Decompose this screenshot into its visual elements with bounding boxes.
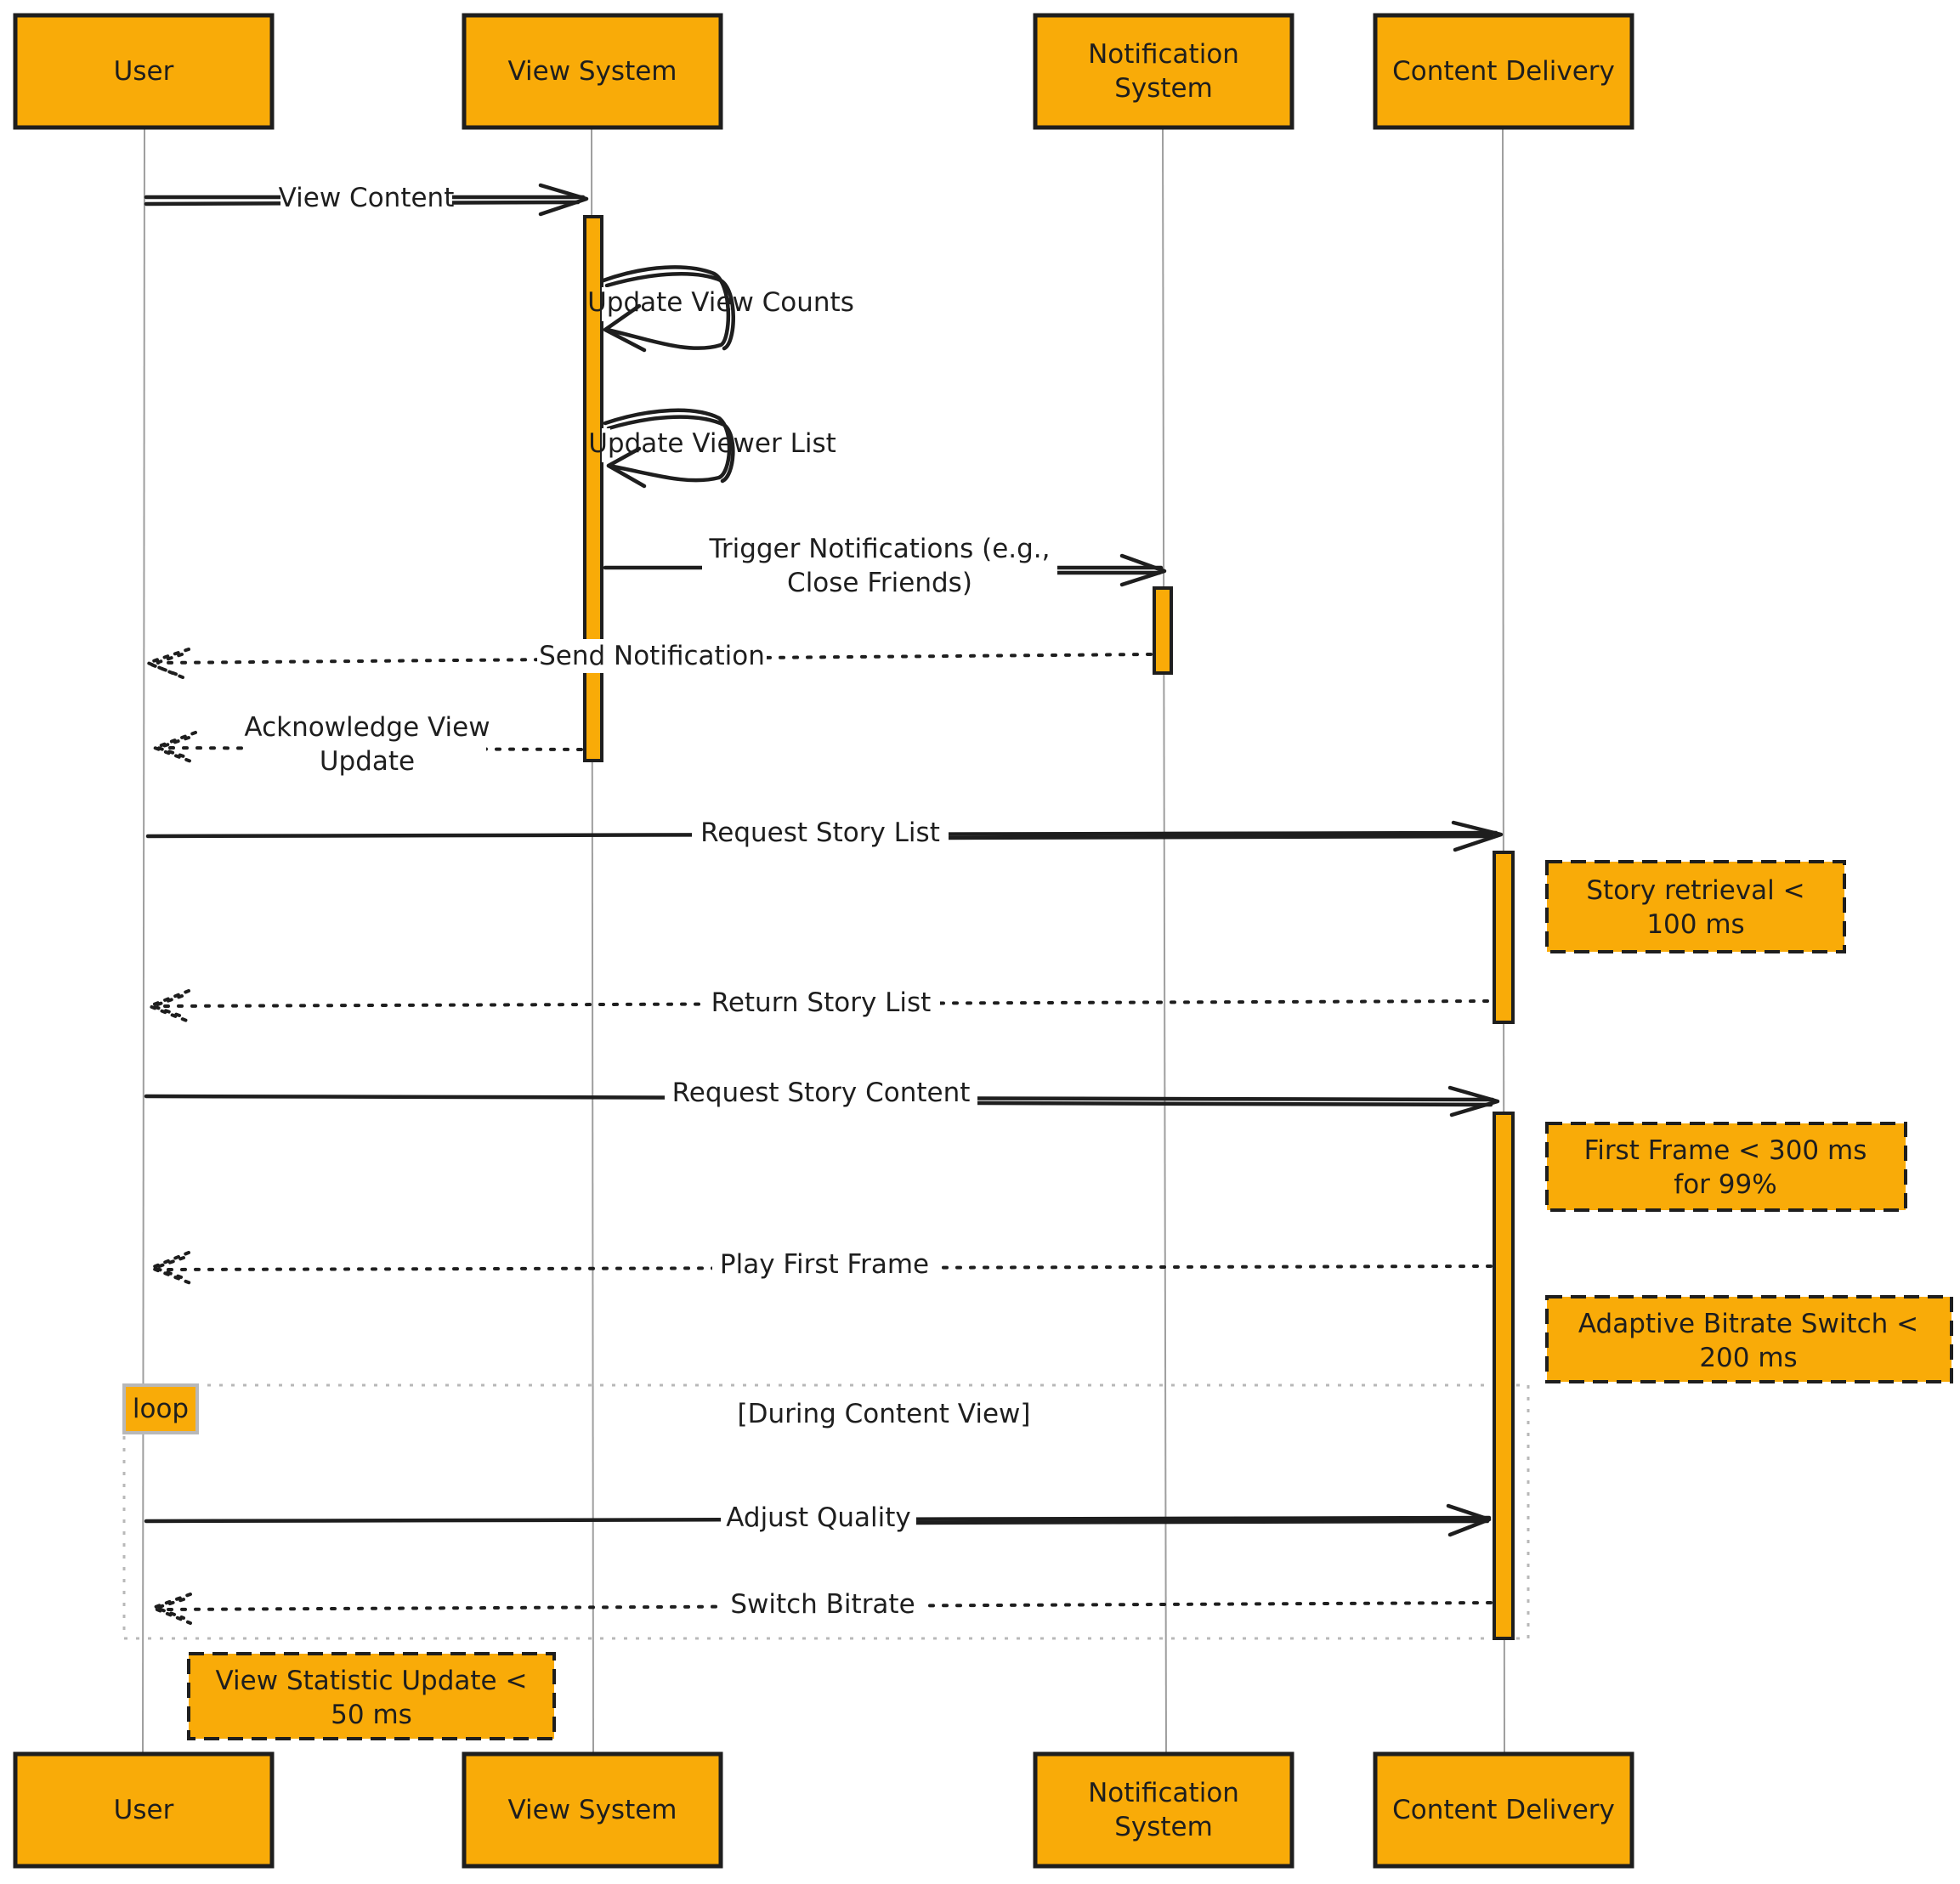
actor-label: Content Delivery bbox=[1392, 56, 1615, 87]
loop-fragment: loop [During Content View] bbox=[122, 1383, 1530, 1640]
message-label-line-2: Update bbox=[320, 746, 415, 777]
message-label: Switch Bitrate bbox=[730, 1589, 915, 1620]
note-line-1: First Frame < 300 ms bbox=[1584, 1135, 1867, 1166]
note-line-2: for 99% bbox=[1674, 1169, 1776, 1200]
actor-label: View System bbox=[507, 56, 677, 87]
note-first-frame: First Frame < 300 ms for 99% bbox=[1545, 1122, 1907, 1212]
activation-view-system bbox=[583, 215, 603, 762]
note-view-statistic: View Statistic Update < 50 ms bbox=[187, 1652, 556, 1740]
message-adjust-quality: Adjust Quality bbox=[144, 1501, 1492, 1537]
actor-label-line-2: System bbox=[1114, 1812, 1213, 1842]
message-label-line-2: Close Friends) bbox=[787, 568, 972, 598]
lifeline-user bbox=[142, 127, 145, 1755]
message-play-first-frame: Play First Frame bbox=[146, 1248, 1493, 1285]
message-label: Return Story List bbox=[711, 987, 932, 1018]
actor-label: View System bbox=[507, 1795, 677, 1825]
loop-frame bbox=[122, 1383, 1530, 1640]
actor-notification-system-top: Notification System bbox=[1033, 13, 1294, 130]
message-send-notification: Send Notification bbox=[143, 639, 1153, 682]
note-line-2: 100 ms bbox=[1646, 909, 1744, 940]
message-view-content: View Content bbox=[144, 180, 589, 217]
note-line-1: Story retrieval < bbox=[1586, 875, 1804, 906]
message-request-story-list: Request Story List bbox=[145, 816, 1504, 852]
message-label: Play First Frame bbox=[720, 1249, 929, 1280]
actor-label-line-1: Notification bbox=[1088, 39, 1239, 70]
message-label-line-1: Acknowledge View bbox=[244, 712, 490, 743]
message-label: Update View Counts bbox=[587, 287, 854, 318]
message-label-line-1: Trigger Notifications (e.g., bbox=[708, 534, 1050, 564]
message-switch-bitrate: Switch Bitrate bbox=[148, 1587, 1493, 1625]
message-label: Request Story List bbox=[700, 818, 940, 848]
message-acknowledge-view-update: Acknowledge View Update bbox=[150, 705, 583, 780]
actor-content-delivery-bottom: Content Delivery bbox=[1373, 1751, 1634, 1869]
message-update-viewer-list: Update Viewer List bbox=[588, 408, 836, 489]
actor-notification-system-bottom: Notification System bbox=[1033, 1751, 1294, 1869]
actor-user-top: User bbox=[13, 13, 275, 130]
actor-label-line-1: Notification bbox=[1088, 1778, 1239, 1808]
note-line-2: 50 ms bbox=[331, 1700, 412, 1730]
activation-content-story-list bbox=[1493, 851, 1515, 1024]
message-return-story-list: Return Story List bbox=[144, 986, 1489, 1023]
actor-user-bottom: User bbox=[13, 1751, 275, 1869]
actor-label: Content Delivery bbox=[1392, 1795, 1615, 1825]
activation-notification-system bbox=[1153, 586, 1173, 675]
note-line-1: Adaptive Bitrate Switch < bbox=[1578, 1309, 1918, 1339]
actor-label-line-2: System bbox=[1114, 73, 1213, 104]
actor-label: User bbox=[114, 56, 174, 87]
note-line-2: 200 ms bbox=[1699, 1343, 1797, 1373]
actor-view-system-bottom: View System bbox=[462, 1751, 723, 1869]
message-request-story-content: Request Story Content bbox=[144, 1076, 1500, 1117]
message-label: Send Notification bbox=[539, 641, 765, 671]
loop-tag bbox=[122, 1383, 199, 1434]
note-adaptive-bitrate: Adaptive Bitrate Switch < 200 ms bbox=[1545, 1295, 1953, 1383]
loop-condition: [During Content View] bbox=[738, 1399, 1031, 1429]
note-line-1: View Statistic Update < bbox=[216, 1666, 528, 1696]
message-label: Request Story Content bbox=[672, 1078, 971, 1108]
actor-label: User bbox=[114, 1795, 174, 1825]
message-label: View Content bbox=[279, 183, 455, 213]
note-story-retrieval: Story retrieval < 100 ms bbox=[1545, 860, 1846, 953]
actor-content-delivery-top: Content Delivery bbox=[1373, 13, 1634, 130]
actor-view-system-top: View System bbox=[462, 13, 723, 130]
message-update-view-counts: Update View Counts bbox=[587, 265, 854, 353]
loop-tag-label: loop bbox=[133, 1394, 189, 1424]
message-label: Update Viewer List bbox=[588, 428, 836, 459]
lifeline-notification-system bbox=[1162, 127, 1167, 1755]
activations bbox=[583, 215, 1515, 1640]
activation-content-story-content bbox=[1493, 1112, 1515, 1640]
message-label: Adjust Quality bbox=[726, 1502, 911, 1533]
message-trigger-notifications: Trigger Notifications (e.g., Close Frien… bbox=[603, 527, 1167, 602]
